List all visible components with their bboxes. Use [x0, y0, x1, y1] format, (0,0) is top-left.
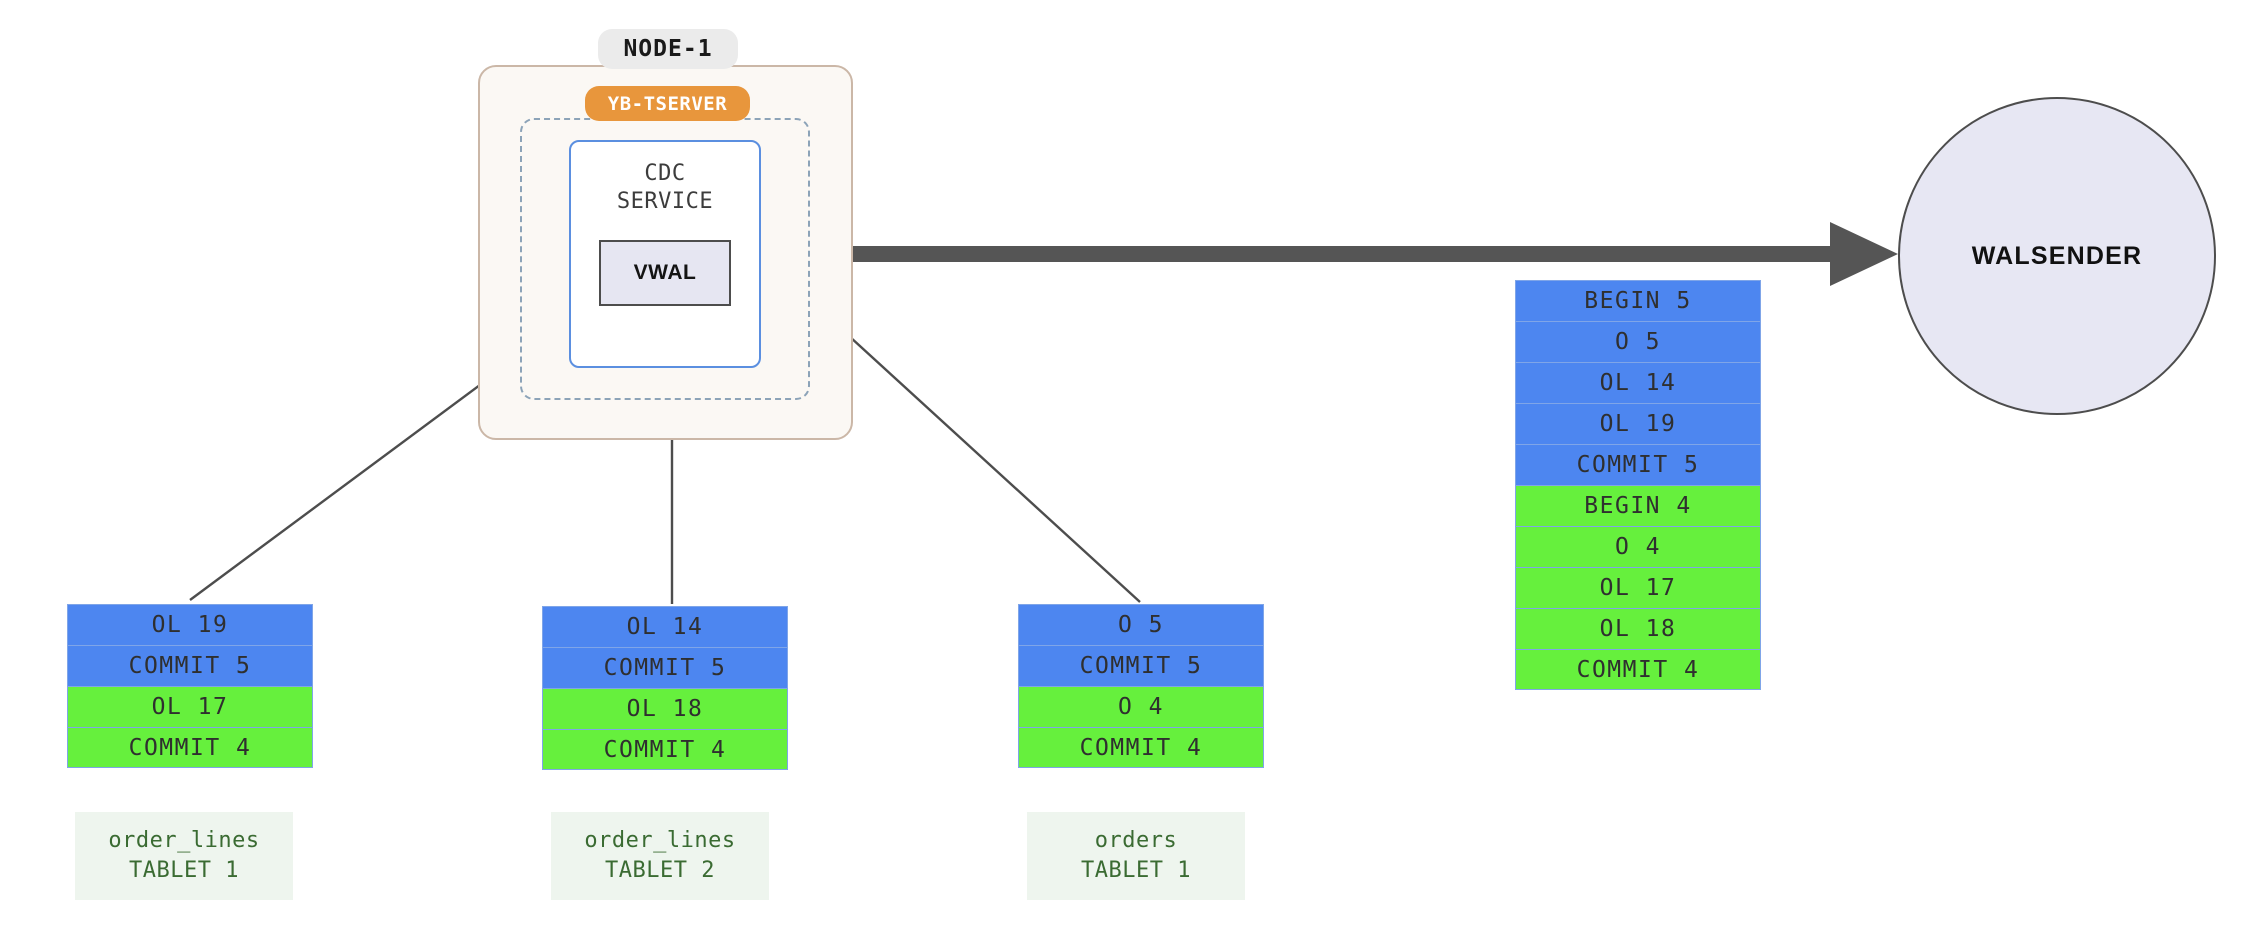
record-row: OL 14	[1515, 362, 1761, 403]
cdc-service-label: CDC SERVICE	[571, 160, 759, 216]
record-row: COMMIT 5	[67, 645, 313, 686]
tserver-badge: YB-TSERVER	[585, 86, 750, 121]
record-row: COMMIT 5	[542, 647, 788, 688]
edge-node-to-walsender	[852, 222, 1898, 286]
record-row: COMMIT 5	[1018, 645, 1264, 686]
walsender-node: WALSENDER	[1898, 97, 2216, 415]
record-row: O 5	[1018, 604, 1264, 645]
record-row: COMMIT 4	[1515, 649, 1761, 690]
cdc-line-2: SERVICE	[616, 189, 714, 215]
tablet-number: TABLET 1	[1081, 858, 1191, 883]
record-row: OL 19	[67, 604, 313, 645]
record-row: O 5	[1515, 321, 1761, 362]
record-row: COMMIT 4	[1018, 727, 1264, 768]
record-row: COMMIT 4	[542, 729, 788, 770]
record-row: BEGIN 5	[1515, 280, 1761, 321]
tablet-table-name: order_lines	[584, 828, 736, 854]
vwal-box: VWAL	[599, 240, 731, 306]
record-row: OL 18	[1515, 608, 1761, 649]
tablet-number: TABLET 2	[605, 858, 715, 883]
node-badge: NODE-1	[598, 29, 738, 69]
tablet-number: TABLET 1	[129, 858, 239, 883]
tablet-table-name: order_lines	[108, 828, 260, 854]
record-row: O 4	[1018, 686, 1264, 727]
record-row: O 4	[1515, 526, 1761, 567]
record-row: OL 17	[1515, 567, 1761, 608]
tablet-table-name: orders	[1094, 828, 1178, 854]
record-row: OL 18	[542, 688, 788, 729]
cdc-line-1: CDC	[644, 161, 686, 186]
record-row: OL 17	[67, 686, 313, 727]
record-row: COMMIT 5	[1515, 444, 1761, 485]
record-row: OL 19	[1515, 403, 1761, 444]
record-row: OL 14	[542, 606, 788, 647]
record-row: BEGIN 4	[1515, 485, 1761, 526]
record-row: COMMIT 4	[67, 727, 313, 768]
